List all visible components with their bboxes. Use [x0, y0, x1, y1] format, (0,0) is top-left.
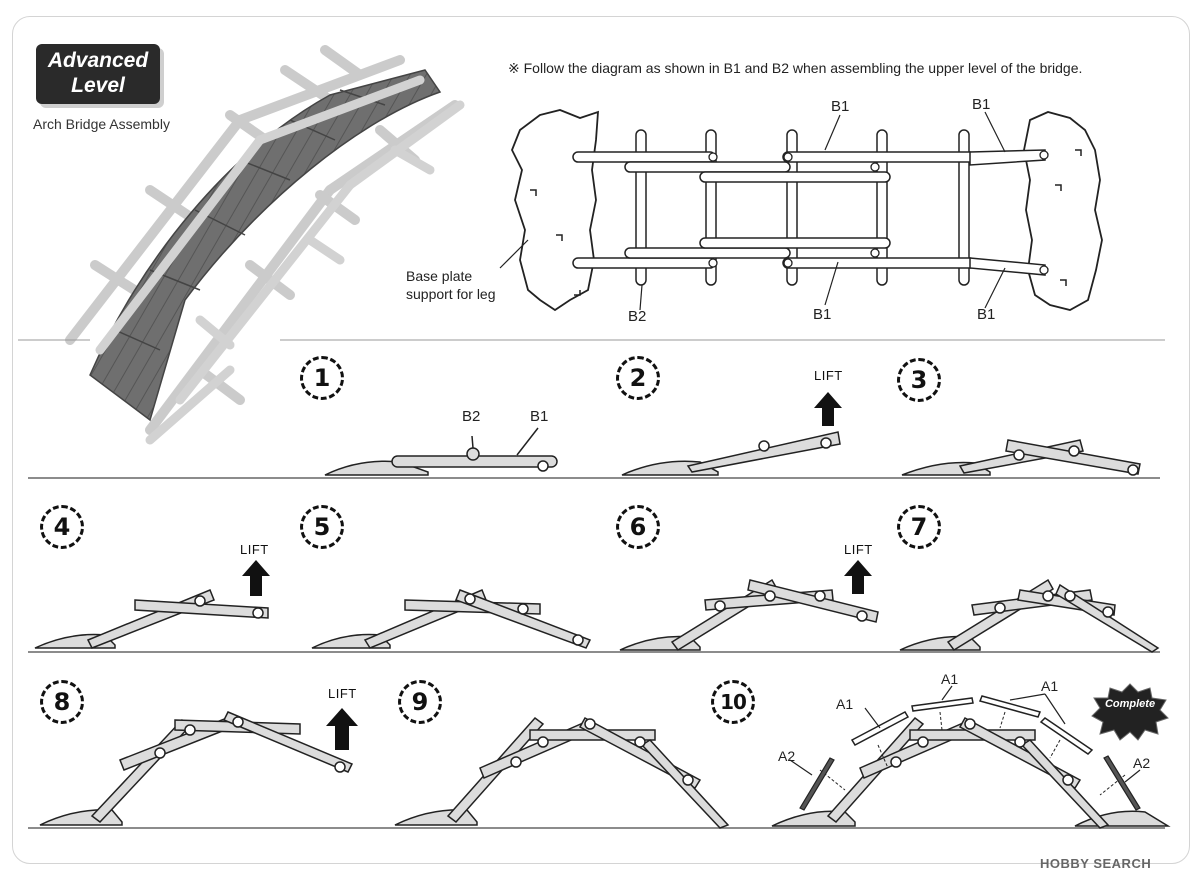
hero-bridge-illustration [65, 45, 465, 445]
step-number-5: 5 [300, 505, 344, 549]
label-b1-top-right: B1 [972, 96, 991, 113]
label-b2-bottom: B2 [628, 308, 647, 325]
step4-illustration [34, 589, 269, 649]
right-base-plate [1023, 111, 1103, 311]
lift-arrow-icon [326, 708, 358, 750]
complete-label: Complete [1104, 698, 1156, 710]
complete-starburst-icon [1091, 683, 1169, 741]
watermark: HOBBY SEARCH [1040, 856, 1152, 871]
lift-label-step4: LIFT [240, 542, 269, 557]
badge-line2: Level [71, 74, 125, 97]
a1-deck-pieces [850, 695, 1094, 755]
step-number-4: 4 [40, 505, 84, 549]
subtitle: Arch Bridge Assembly [33, 116, 170, 132]
lift-label-step2: LIFT [814, 368, 843, 383]
step-number-7: 7 [897, 505, 941, 549]
step-number-8: 8 [40, 680, 84, 724]
step10-label-a2-left: A2 [778, 748, 796, 764]
assembly-note: ※ Follow the diagram as shown in B1 and … [508, 60, 1083, 76]
step10-label-a1-left: A1 [836, 696, 854, 712]
step10-illustration [771, 716, 1171, 829]
badge-line1: Advanced [47, 49, 149, 72]
step-number-1: 1 [300, 356, 344, 400]
step-number-2: 2 [616, 356, 660, 400]
label-b1-top-mid: B1 [831, 98, 850, 115]
step1-label-b2: B2 [462, 408, 481, 425]
a2-side-pieces [799, 755, 1141, 811]
plan-diagram [499, 109, 1103, 312]
label-base-plate: Base plate [406, 268, 473, 284]
step9-illustration [394, 716, 730, 829]
step2-illustration [621, 431, 841, 476]
step10-label-a1-top: A1 [941, 671, 959, 687]
step-number-9: 9 [398, 680, 442, 724]
step3-illustration [901, 439, 1141, 476]
step-number-10: 10 [711, 680, 755, 724]
step8-illustration [39, 711, 354, 826]
label-b1-bottom-mid: B1 [813, 306, 832, 323]
step1-illustration [324, 427, 558, 476]
label-b1-bottom-right: B1 [977, 306, 996, 323]
step10-label-a1-right: A1 [1041, 678, 1059, 694]
step6-illustration [619, 578, 879, 651]
step1-label-b1: B1 [530, 408, 549, 425]
step5-illustration [311, 589, 592, 649]
step-number-3: 3 [897, 358, 941, 402]
lift-arrow-icon [844, 560, 872, 594]
label-support-for-leg: support for leg [406, 286, 496, 302]
step7-illustration [899, 578, 1160, 653]
lift-label-step8: LIFT [328, 686, 357, 701]
left-base-plate [511, 109, 599, 312]
step10-label-a2-right: A2 [1133, 755, 1151, 771]
lift-label-step6: LIFT [844, 542, 873, 557]
lift-arrow-icon [242, 560, 270, 596]
lift-arrow-icon [814, 392, 842, 426]
advanced-level-badge: Advanced Level [36, 44, 160, 104]
step-number-6: 6 [616, 505, 660, 549]
